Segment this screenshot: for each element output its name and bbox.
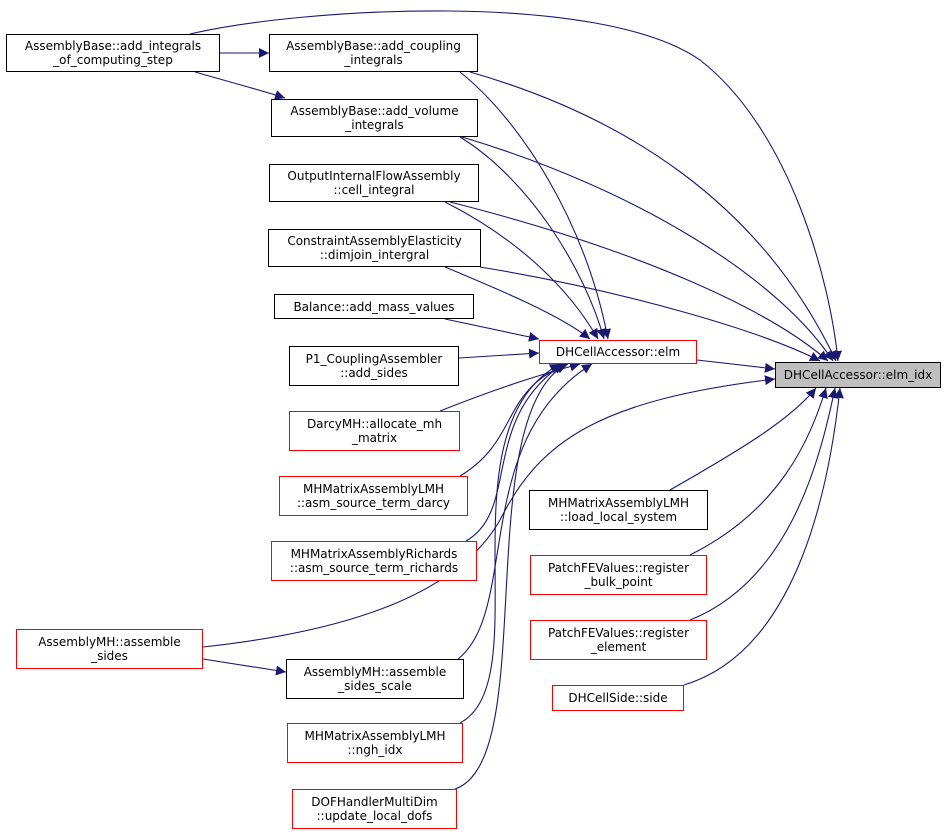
- caller-node-reg-element[interactable]: PatchFEValues::register_element: [530, 620, 707, 660]
- edge-src-richards-to-elm: [465, 363, 564, 542]
- edge-p1-add-sides-to-elm: [458, 348, 540, 359]
- node-label-line: MHMatrixAssemblyLMH: [304, 729, 446, 743]
- edge-src-darcy-to-elm: [459, 362, 569, 477]
- edge-ngh-idx-to-elm: [459, 363, 561, 724]
- node-label-line: ::load_local_system: [559, 510, 678, 524]
- edge-dimjoin-to-elm: [444, 266, 591, 340]
- node-label-line: AssemblyMH::assemble: [303, 665, 447, 679]
- edge-allocate-to-elm: [439, 361, 581, 412]
- node-label-line: ::asm_source_term_darcy: [296, 496, 451, 510]
- edge-assemble-sides-to-elm-idx: [202, 375, 776, 648]
- caller-node-cell-integral[interactable]: OutputInternalFlowAssembly::cell_integra…: [269, 164, 479, 202]
- node-label-line: AssemblyBase::add_coupling: [286, 39, 461, 53]
- edge-assemble-sides-to-assemble-sides-scale: [202, 658, 287, 676]
- node-label-line: DHCellAccessor::elm_idx: [783, 368, 933, 382]
- edge-load-local-to-elm-idx: [669, 387, 817, 491]
- edge-bulk-point-to-elm-idx: [689, 387, 828, 556]
- node-label-line: DHCellAccessor::elm: [555, 345, 681, 359]
- node-label-line: ::update_local_dofs: [316, 809, 433, 823]
- caller-node-add-mass[interactable]: Balance::add_mass_values: [274, 294, 474, 319]
- caller-node-add-coupling[interactable]: AssemblyBase::add_coupling_integrals: [269, 34, 478, 72]
- caller-node-src-richards[interactable]: MHMatrixAssemblyRichards::asm_source_ter…: [271, 541, 477, 581]
- node-label-line: PatchFEValues::register: [547, 626, 689, 640]
- caller-node-update-dofs[interactable]: DOFHandlerMultiDim::update_local_dofs: [292, 789, 457, 829]
- node-label-line: _sides: [91, 649, 128, 663]
- edge-add-volume-to-elm: [459, 136, 607, 340]
- caller-node-side[interactable]: DHCellSide::side: [552, 685, 684, 711]
- node-label-line: ::asm_source_term_richards: [289, 561, 459, 575]
- edge-add-integrals-to-elm-idx: [189, 10, 842, 362]
- caller-node-elm[interactable]: DHCellAccessor::elm: [539, 340, 697, 364]
- edge-elm-to-elm-idx: [696, 359, 776, 373]
- node-label-line: MHMatrixAssemblyRichards: [290, 547, 458, 561]
- node-label-line: AssemblyBase::add_integrals: [24, 39, 202, 53]
- edge-add-coupling-to-elm: [459, 71, 612, 340]
- caller-node-add-integrals[interactable]: AssemblyBase::add_integrals_of_computing…: [6, 34, 220, 72]
- node-label-line: OutputInternalFlowAssembly: [287, 169, 461, 183]
- node-label-line: MHMatrixAssemblyLMH: [547, 496, 690, 510]
- edge-reg-element-to-elm-idx: [689, 387, 838, 621]
- caller-node-load-local[interactable]: MHMatrixAssemblyLMH::load_local_system: [529, 490, 708, 530]
- node-label-line: ::ngh_idx: [347, 743, 403, 757]
- edge-add-mass-to-elm: [444, 318, 540, 342]
- caller-node-p1-add-sides[interactable]: P1_CouplingAssembler::add_sides: [289, 346, 459, 386]
- node-label-line: MHMatrixAssemblyLMH: [302, 482, 445, 496]
- caller-node-dimjoin[interactable]: ConstraintAssemblyElasticity::dimjoin_in…: [268, 229, 481, 267]
- edge-cell-integral-to-elm-idx: [449, 201, 829, 362]
- target-node-elm-idx[interactable]: DHCellAccessor::elm_idx: [775, 362, 941, 388]
- node-label-line: ::dimjoin_intergral: [319, 248, 430, 262]
- edge-add-coupling-to-elm-idx: [469, 71, 837, 362]
- node-label-line: AssemblyMH::assemble: [38, 635, 181, 649]
- caller-node-src-darcy[interactable]: MHMatrixAssemblyLMH::asm_source_term_dar…: [279, 476, 468, 516]
- caller-node-bulk-point[interactable]: PatchFEValues::register_bulk_point: [530, 555, 707, 595]
- node-label-line: P1_CouplingAssembler: [305, 352, 443, 366]
- node-label-line: _integrals: [344, 53, 403, 67]
- caller-node-ngh-idx[interactable]: MHMatrixAssemblyLMH::ngh_idx: [287, 723, 463, 763]
- node-label-line: ConstraintAssemblyElasticity: [287, 234, 462, 248]
- node-label-line: ::add_sides: [340, 366, 408, 380]
- edge-add-integrals-to-add-volume: [194, 71, 286, 100]
- node-label-line: _matrix: [351, 431, 398, 445]
- caller-node-assemble-sides[interactable]: AssemblyMH::assemble_sides: [16, 629, 203, 669]
- edge-dimjoin-to-elm-idx: [479, 266, 821, 362]
- node-label-line: DHCellSide::side: [568, 691, 668, 705]
- caller-node-allocate[interactable]: DarcyMH::allocate_mh_matrix: [289, 411, 460, 451]
- caller-node-assemble-sides-scale[interactable]: AssemblyMH::assemble_sides_scale: [286, 659, 464, 699]
- edge-update-dofs-to-elm: [454, 363, 567, 790]
- node-label-line: AssemblyBase::add_volume: [290, 104, 459, 118]
- node-label-line: _bulk_point: [584, 575, 653, 589]
- edge-side-to-elm-idx: [683, 387, 844, 686]
- edge-cell-integral-to-elm: [444, 201, 599, 340]
- node-label-line: _of_computing_step: [53, 53, 173, 67]
- edge-assemble-sides-scale-to-elm: [457, 363, 593, 660]
- caller-node-add-volume[interactable]: AssemblyBase::add_volume_integrals: [271, 99, 478, 137]
- node-label-line: Balance::add_mass_values: [293, 299, 455, 314]
- node-label-line: _sides_scale: [338, 679, 412, 693]
- node-label-line: _element: [590, 640, 647, 654]
- edge-add-volume-to-elm-idx: [461, 136, 834, 362]
- node-label-line: DOFHandlerMultiDim: [311, 795, 438, 809]
- node-label-line: DarcyMH::allocate_mh: [306, 417, 443, 431]
- node-label-line: ::cell_integral: [333, 183, 415, 197]
- node-label-line: PatchFEValues::register: [547, 561, 689, 575]
- node-label-line: _integrals: [345, 118, 404, 132]
